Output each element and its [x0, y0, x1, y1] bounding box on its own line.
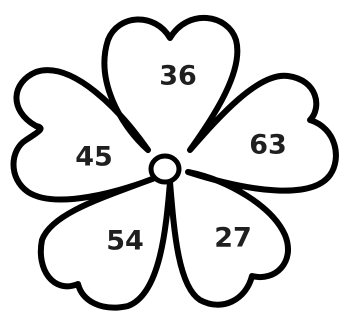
petal-number-bottom-right: 27	[214, 223, 252, 254]
petal-number-right: 63	[249, 130, 287, 161]
flower-center	[151, 156, 179, 182]
petal-number-top: 36	[159, 61, 197, 92]
petal-number-bottom-left: 54	[106, 226, 144, 257]
petal-number-left: 45	[75, 142, 113, 173]
